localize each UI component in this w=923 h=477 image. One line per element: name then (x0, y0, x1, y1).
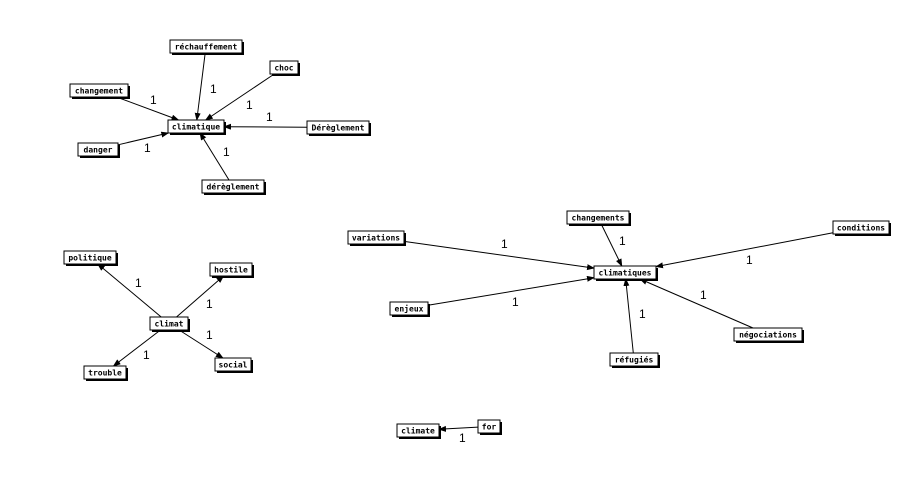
node-climatique[interactable]: climatique (167, 119, 226, 135)
edge-climat-hostile (176, 275, 225, 318)
node-label-dereglement-cap: Dérèglement (312, 123, 365, 133)
edge-refugies-climatiques (623, 278, 634, 354)
node-climat[interactable]: climat (149, 316, 190, 332)
node-label-variations: variations (352, 233, 400, 243)
node-climatiques[interactable]: climatiques (593, 265, 658, 281)
edge-enjeux-climatiques (427, 275, 595, 306)
edge-weight-enjeux-climatiques: 1 (512, 295, 519, 309)
edge-weight-changements-climatiques: 1 (619, 234, 626, 248)
edge-danger-climatique (117, 131, 170, 146)
edge-negociations-climatiques (639, 278, 754, 329)
edge-conditions-climatiques (655, 232, 834, 269)
node-label-climate: climate (401, 426, 435, 436)
node-label-climatique: climatique (172, 122, 220, 132)
node-dereglement-cap[interactable]: Dérèglement (306, 120, 371, 136)
node-label-trouble: trouble (88, 369, 122, 378)
node-changements[interactable]: changements (566, 210, 631, 226)
node-dereglement[interactable]: dérèglement (201, 179, 266, 195)
node-social[interactable]: social (214, 357, 253, 373)
edge-weight-for-climate: 1 (459, 431, 466, 445)
edge-weight-variations-climatiques: 1 (501, 237, 508, 251)
node-label-politique: politique (68, 253, 112, 263)
edge-weight-rechauffement-climatique: 1 (210, 82, 217, 96)
node-label-refugies: réfugiés (615, 355, 654, 365)
node-label-changements: changements (572, 214, 625, 223)
node-label-climatiques: climatiques (599, 268, 652, 278)
edge-weight-negociations-climatiques: 1 (700, 288, 707, 302)
node-climate[interactable]: climate (396, 423, 441, 439)
edge-climat-social (178, 329, 224, 359)
edge-weight-danger-climatique: 1 (144, 141, 151, 155)
edge-dereglement-cap-climatique (223, 123, 308, 130)
edge-climat-trouble (112, 329, 161, 367)
node-conditions[interactable]: conditions (832, 220, 891, 236)
node-danger[interactable]: danger (77, 142, 120, 158)
node-variations[interactable]: variations (347, 230, 406, 246)
edge-climat-politique (97, 263, 162, 318)
node-negociations[interactable]: négociations (733, 327, 804, 343)
edge-weight-choc-climatique: 1 (246, 98, 253, 112)
edge-weight-climat-politique: 1 (135, 276, 142, 290)
edge-weight-dereglement-cap-climatique: 1 (266, 110, 273, 124)
edge-weight-climat-hostile: 1 (206, 297, 213, 311)
node-label-for: for (482, 423, 497, 432)
edge-variations-climatiques (403, 240, 595, 271)
node-label-changement: changement (75, 87, 123, 96)
node-label-danger: danger (84, 146, 113, 155)
edge-weight-dereglement-climatique: 1 (223, 145, 230, 159)
node-label-hostile: hostile (214, 265, 248, 275)
node-trouble[interactable]: trouble (83, 365, 128, 381)
node-label-conditions: conditions (837, 223, 885, 233)
edge-dereglement-climatique (199, 132, 230, 181)
node-hostile[interactable]: hostile (209, 262, 254, 278)
edge-layer (97, 52, 834, 432)
edge-weight-changement-climatique: 1 (150, 93, 157, 107)
edge-weight-climat-trouble: 1 (143, 348, 150, 362)
edge-weight-layer: 1 1 1 1 1 1 1 1 1 1 1 1 1 1 1 1 1 (135, 82, 753, 445)
edge-rechauffement-climatique (194, 52, 206, 121)
node-refugies[interactable]: réfugiés (609, 352, 660, 368)
edge-choc-climatique (204, 73, 275, 121)
node-layer: réchauffement choc changement climatique… (63, 39, 891, 439)
node-label-dereglement: dérèglement (207, 182, 260, 192)
node-label-climat: climat (155, 319, 184, 329)
edge-weight-refugies-climatiques: 1 (639, 307, 646, 321)
node-label-enjeux: enjeux (395, 304, 424, 314)
node-label-negociations: négociations (739, 330, 797, 340)
node-for[interactable]: for (477, 419, 502, 435)
node-politique[interactable]: politique (63, 250, 118, 266)
node-label-choc: choc (274, 64, 293, 73)
node-label-social: social (219, 360, 248, 370)
node-label-rechauffement: réchauffement (175, 42, 238, 52)
edge-weight-climat-social: 1 (206, 328, 213, 342)
edge-for-climate (438, 425, 479, 432)
node-choc[interactable]: choc (269, 60, 300, 76)
edge-weight-conditions-climatiques: 1 (746, 253, 753, 267)
node-changement[interactable]: changement (69, 83, 130, 99)
edge-changement-climatique (116, 96, 180, 121)
node-rechauffement[interactable]: réchauffement (169, 39, 244, 55)
edge-changements-climatiques (600, 223, 623, 267)
node-enjeux[interactable]: enjeux (389, 301, 430, 317)
